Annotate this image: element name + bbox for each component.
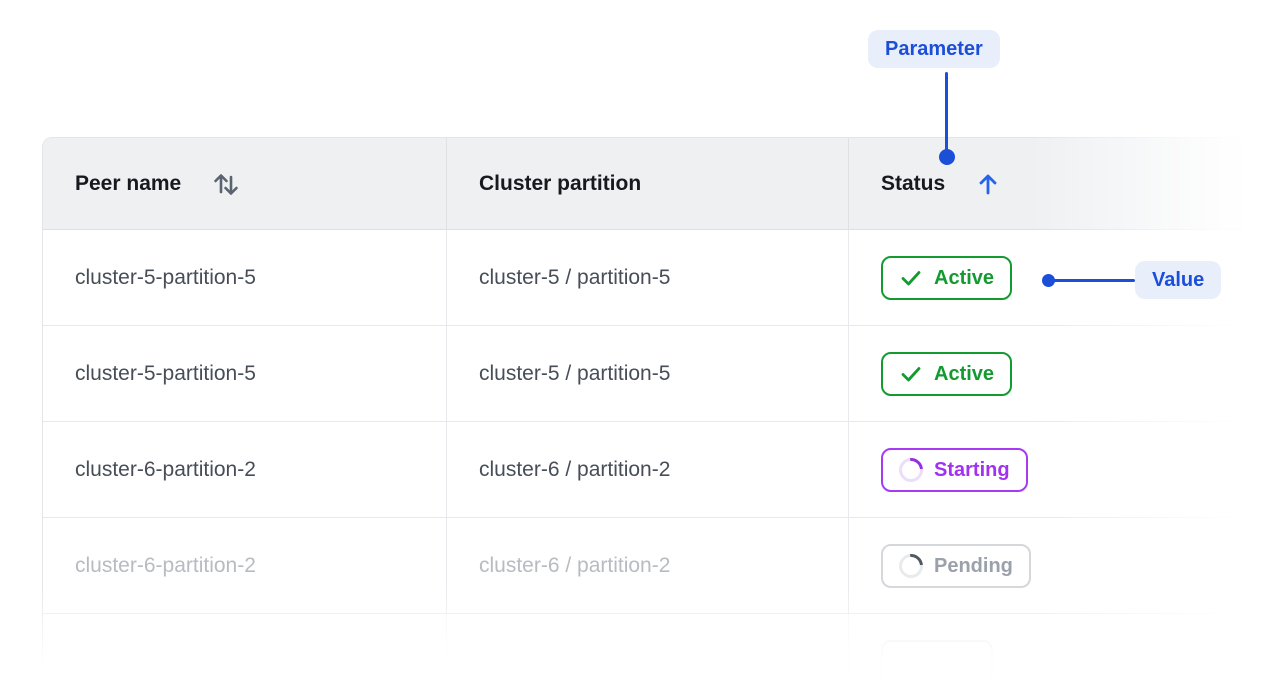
status-badge-active: Active [881, 351, 1013, 396]
status-cell: Active [849, 326, 1241, 421]
cluster-partition-cell: cluster-5 / partition-5 [447, 230, 849, 325]
value-connector-line [1053, 279, 1135, 282]
peer-name-cell: cluster-6-partition-2 [43, 422, 447, 517]
table-row: cluster-5-partition-5 cluster-5 / partit… [43, 230, 1241, 326]
status-cell [849, 614, 1241, 688]
status-badge-label: Starting [934, 458, 1010, 481]
peer-name-cell: cluster-5-partition-5 [43, 230, 447, 325]
status-badge-partial [881, 640, 993, 684]
status-badge-label: Pending [934, 554, 1013, 577]
column-header-peer-name[interactable]: Peer name [43, 138, 447, 229]
status-badge-pending: Pending [881, 543, 1031, 588]
status-cell: Pending [849, 518, 1241, 613]
peers-table: Peer name Cluster partition Status [42, 137, 1242, 688]
value-annotation-pill: Value [1135, 261, 1222, 299]
spinner-icon [894, 452, 928, 487]
check-icon [901, 366, 921, 381]
parameter-connector-dot [939, 149, 955, 165]
sort-ascending-icon[interactable] [975, 170, 1001, 198]
status-badge-active: Active [881, 255, 1013, 300]
cluster-partition-cell: cluster-5 / partition-5 [447, 326, 849, 421]
spinner-icon [894, 548, 928, 583]
cluster-partition-cell: cluster-6 / partition-2 [447, 422, 849, 517]
status-badge-label: Active [934, 362, 995, 385]
check-icon [901, 270, 921, 285]
peer-name-cell: cluster-5-partition-5 [43, 326, 447, 421]
table-row: cluster-5-partition-5 cluster-5 / partit… [43, 326, 1241, 422]
peer-name-cell: cluster-6-partition-2 [43, 518, 447, 613]
sort-both-icon[interactable] [211, 168, 241, 200]
peer-name-cell [43, 614, 447, 688]
parameter-annotation-pill: Parameter [868, 30, 1000, 68]
cluster-partition-cell [447, 614, 849, 688]
table-header-row: Peer name Cluster partition Status [43, 138, 1241, 230]
column-header-cluster-partition: Cluster partition [447, 138, 849, 229]
status-cell: Active [849, 230, 1241, 325]
column-header-cluster-partition-label: Cluster partition [479, 171, 642, 195]
status-cell: Starting [849, 422, 1241, 517]
column-header-peer-name-label: Peer name [75, 171, 182, 195]
parameter-connector-line [945, 72, 948, 151]
table-row: cluster-6-partition-2 cluster-6 / partit… [43, 518, 1241, 614]
table-row: cluster-6-partition-2 cluster-6 / partit… [43, 422, 1241, 518]
table-row [43, 614, 1241, 688]
status-badge-label: Active [934, 266, 995, 289]
status-badge-starting: Starting [881, 447, 1028, 492]
cluster-partition-cell: cluster-6 / partition-2 [447, 518, 849, 613]
column-header-status[interactable]: Status [849, 138, 1241, 229]
column-header-status-label: Status [881, 171, 946, 195]
